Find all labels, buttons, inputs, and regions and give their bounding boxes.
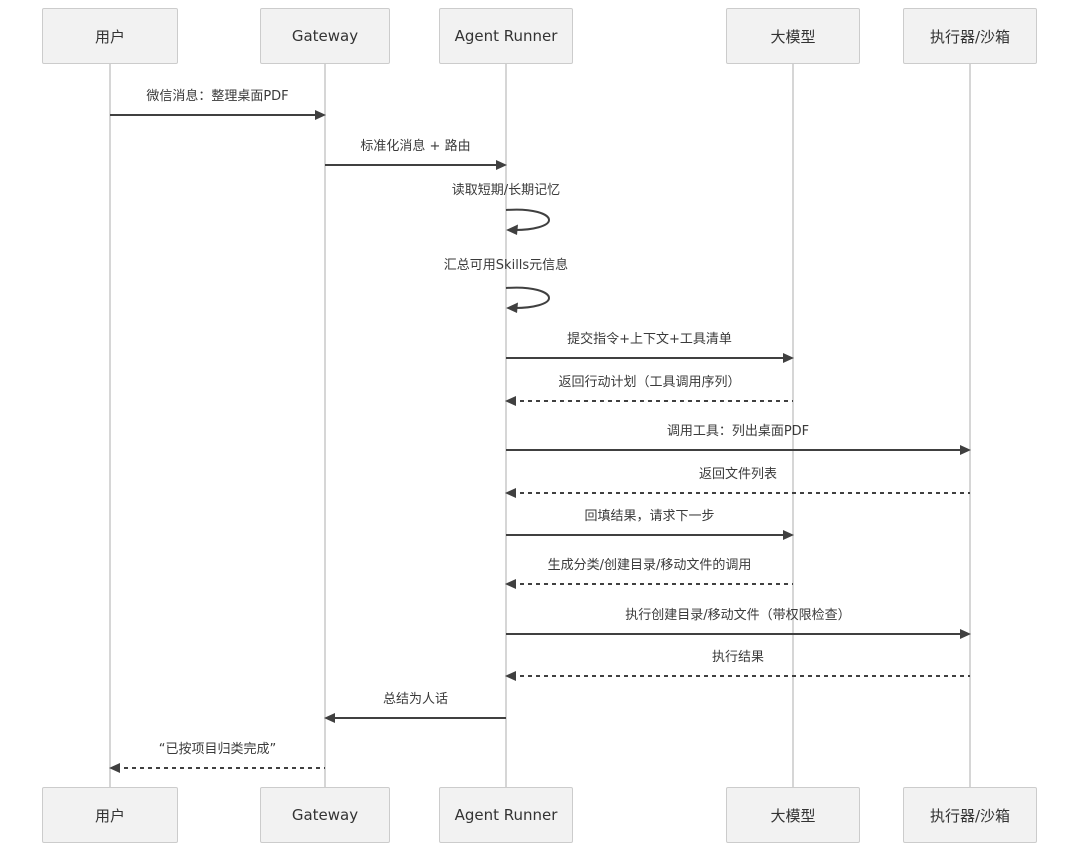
participant-label: 执行器/沙箱 [929,27,1011,46]
message-arrow [506,352,794,364]
participant-label: 用户 [94,806,125,825]
arrowhead-right-icon [960,629,971,639]
self-message-skills-meta: 汇总可用Skills元信息 [443,258,569,273]
message-arrow [506,529,794,541]
message-arrow [505,578,793,590]
arrowhead-left-icon [505,671,516,681]
message-normalize-route: 标准化消息 + 路由 [325,138,507,171]
message-submit-context: 提交指令+上下文+工具清单 [506,331,794,364]
message-arrow [324,712,506,724]
participant-bottom-llm: 大模型 [726,787,860,843]
arrowhead-right-icon [783,353,794,363]
message-label: 提交指令+上下文+工具清单 [567,332,732,347]
participant-bottom-gateway: Gateway [260,787,390,843]
lifeline-user [109,64,111,787]
participant-label: 大模型 [770,27,816,46]
self-message-read-memory: 读取短期/长期记忆 [451,183,561,198]
message-arrow [506,628,971,640]
message-summarize-human: 总结为人话 [324,691,506,724]
lifeline-gateway [324,64,326,787]
message-arrow [109,762,325,774]
message-arrow [325,159,507,171]
arrowhead-right-icon [496,160,507,170]
participant-label: Agent Runner [454,806,558,824]
participant-top-executor: 执行器/沙箱 [903,8,1037,64]
message-exec-result: 执行结果 [505,649,970,682]
message-label: 执行创建目录/移动文件（带权限检查） [625,608,851,623]
participant-top-gateway: Gateway [260,8,390,64]
message-label: “已按项目归类完成” [158,742,277,757]
participant-label: 大模型 [770,806,816,825]
participant-label: Agent Runner [454,27,558,45]
participant-bottom-user: 用户 [42,787,178,843]
message-arrow [110,109,326,121]
self-loop-arrow-icon [505,286,551,313]
message-label: 返回文件列表 [698,467,777,482]
lifeline-llm [792,64,794,787]
arrowhead-left-icon [505,488,516,498]
arrowhead-left-icon [324,713,335,723]
message-arrow [506,444,971,456]
message-wechat-request: 微信消息：整理桌面PDF [110,88,326,121]
message-label: 生成分类/创建目录/移动文件的调用 [547,558,752,573]
lifeline-agent-runner [505,64,507,787]
message-return-plan: 返回行动计划（工具调用序列） [505,374,793,407]
message-label: 返回行动计划（工具调用序列） [558,375,741,390]
message-label: 调用工具：列出桌面PDF [666,424,810,439]
self-loop-arrow-icon [505,208,551,235]
arrowhead-left-icon [505,579,516,589]
message-label: 执行结果 [711,650,764,665]
message-label: 标准化消息 + 路由 [360,139,471,154]
lifeline-executor [969,64,971,787]
message-done-reply: “已按项目归类完成” [109,741,325,774]
message-arrow [505,487,970,499]
participant-bottom-agent-runner: Agent Runner [439,787,573,843]
arrowhead-left-icon [109,763,120,773]
message-call-tool-list-pdf: 调用工具：列出桌面PDF [506,423,971,456]
message-backfill-next: 回填结果，请求下一步 [506,508,794,541]
message-return-file-list: 返回文件列表 [505,466,970,499]
participant-label: 执行器/沙箱 [929,806,1011,825]
message-generate-calls: 生成分类/创建目录/移动文件的调用 [505,557,793,590]
participant-top-user: 用户 [42,8,178,64]
message-label: 总结为人话 [382,692,448,707]
message-arrow [505,670,970,682]
participant-bottom-executor: 执行器/沙箱 [903,787,1037,843]
message-execute-mkdir-move: 执行创建目录/移动文件（带权限检查） [506,607,971,640]
arrowhead-right-icon [315,110,326,120]
participant-top-llm: 大模型 [726,8,860,64]
arrowhead-left-icon [505,396,516,406]
message-label: 微信消息：整理桌面PDF [146,89,289,104]
participant-label: Gateway [291,27,359,45]
message-label: 回填结果，请求下一步 [584,509,715,524]
message-arrow [505,395,793,407]
arrowhead-right-icon [783,530,794,540]
participant-label: Gateway [291,806,359,824]
participant-label: 用户 [94,27,125,46]
arrowhead-right-icon [960,445,971,455]
participant-top-agent-runner: Agent Runner [439,8,573,64]
